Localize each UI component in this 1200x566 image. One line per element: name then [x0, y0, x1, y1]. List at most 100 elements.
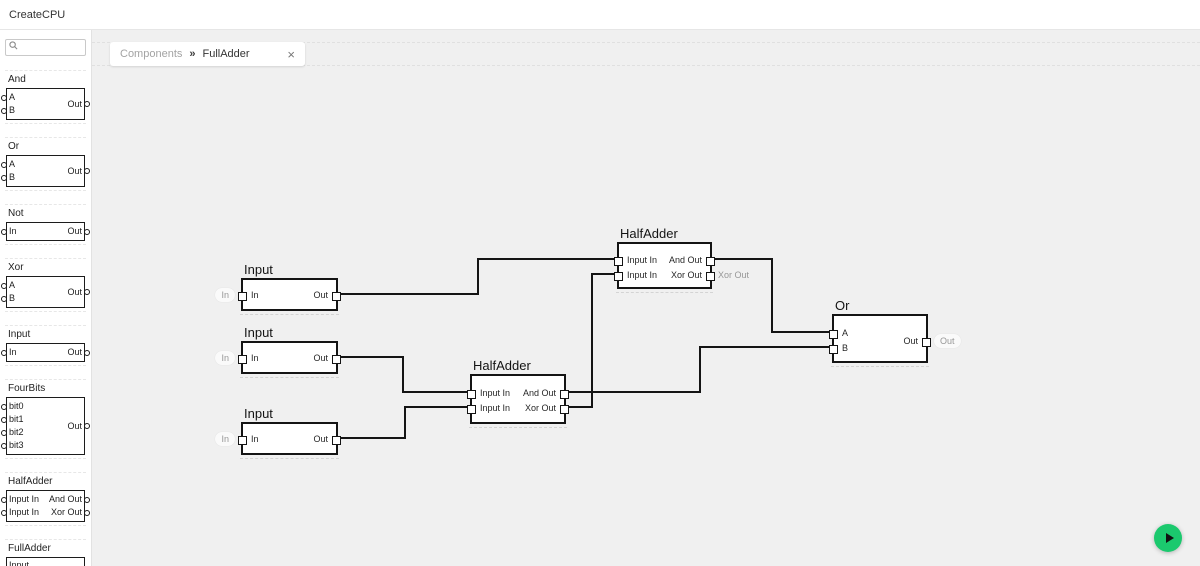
- output-port[interactable]: [84, 101, 90, 107]
- output-port[interactable]: [84, 509, 90, 516]
- output-port[interactable]: [84, 496, 90, 503]
- input-port[interactable]: [1, 416, 7, 423]
- input-port[interactable]: [829, 345, 838, 354]
- input-port[interactable]: [1, 349, 7, 356]
- palette-item-title: FourBits: [8, 383, 46, 394]
- input-port[interactable]: [1, 228, 7, 235]
- output-port[interactable]: [332, 292, 341, 301]
- input-port[interactable]: [1, 509, 7, 516]
- wire-2[interactable]: [338, 356, 470, 393]
- palette-item-title: Input: [8, 329, 31, 340]
- input-port[interactable]: [238, 436, 247, 445]
- close-icon[interactable]: ×: [287, 46, 295, 62]
- breadcrumb-components[interactable]: Components: [120, 48, 183, 60]
- output-port[interactable]: [84, 423, 90, 429]
- input-port[interactable]: [1, 107, 7, 114]
- port-label: Out: [313, 434, 328, 444]
- output-port[interactable]: [706, 272, 715, 281]
- input-port[interactable]: [1, 442, 7, 449]
- app-title: CreateCPU: [9, 8, 66, 21]
- input-port[interactable]: [614, 257, 623, 266]
- port-label: And Out: [522, 388, 556, 398]
- run-button[interactable]: [1154, 524, 1182, 552]
- input-port[interactable]: [614, 272, 623, 281]
- external-output-pill: Out: [934, 334, 961, 348]
- output-port[interactable]: [84, 168, 90, 174]
- wire-3[interactable]: [338, 406, 470, 439]
- port-label: In: [251, 353, 259, 363]
- app-header: CreateCPU: [0, 0, 1200, 30]
- wire-4[interactable]: [566, 273, 617, 408]
- component-search-input[interactable]: [5, 39, 86, 56]
- port-label: Out: [313, 290, 328, 300]
- palette-item-title: HalfAdder: [8, 476, 53, 487]
- input-port[interactable]: [1, 295, 7, 302]
- wire-5[interactable]: [566, 346, 832, 393]
- output-port[interactable]: [560, 405, 569, 414]
- output-port[interactable]: [560, 390, 569, 399]
- search-box: [5, 37, 86, 56]
- port-label: Xor Out: [670, 270, 702, 280]
- input-port[interactable]: [467, 405, 476, 414]
- output-port[interactable]: [332, 436, 341, 445]
- palette-item-title: FullAdder: [8, 543, 51, 554]
- palette-item-title: Xor: [8, 262, 24, 273]
- input-port[interactable]: [1, 282, 7, 289]
- output-port[interactable]: [922, 338, 931, 347]
- wire-6[interactable]: [712, 258, 832, 333]
- port-label: Input In: [480, 388, 511, 398]
- input-port[interactable]: [1, 496, 7, 503]
- tab-fulladder[interactable]: Components » FullAdder ×: [110, 42, 305, 66]
- input-port[interactable]: [467, 390, 476, 399]
- input-port[interactable]: [238, 292, 247, 301]
- input-port[interactable]: [1, 403, 7, 410]
- port-label: B: [842, 343, 849, 353]
- input-port[interactable]: [1, 429, 7, 436]
- input-port[interactable]: [1, 161, 7, 168]
- tab-label: FullAdder: [202, 48, 250, 60]
- output-port[interactable]: [84, 349, 90, 356]
- external-input-pill: In: [215, 351, 235, 365]
- node-title: Input: [244, 325, 273, 340]
- wire-1[interactable]: [338, 258, 617, 295]
- node-title: Input: [244, 406, 273, 421]
- input-port[interactable]: [1, 94, 7, 101]
- input-port[interactable]: [238, 355, 247, 364]
- port-label: Xor Out: [524, 403, 556, 413]
- input-port[interactable]: [1, 174, 7, 181]
- input-port[interactable]: [829, 330, 838, 339]
- palette-item-title: Not: [8, 208, 24, 219]
- output-port[interactable]: [84, 289, 90, 295]
- node-title: Or: [835, 298, 850, 313]
- output-port[interactable]: [332, 355, 341, 364]
- breadcrumb-separator-icon: »: [189, 48, 196, 60]
- external-input-pill: In: [215, 432, 235, 446]
- palette-item-title: And: [8, 74, 26, 85]
- output-port[interactable]: [706, 257, 715, 266]
- node-title: HalfAdder: [620, 226, 678, 241]
- output-port[interactable]: [84, 228, 90, 235]
